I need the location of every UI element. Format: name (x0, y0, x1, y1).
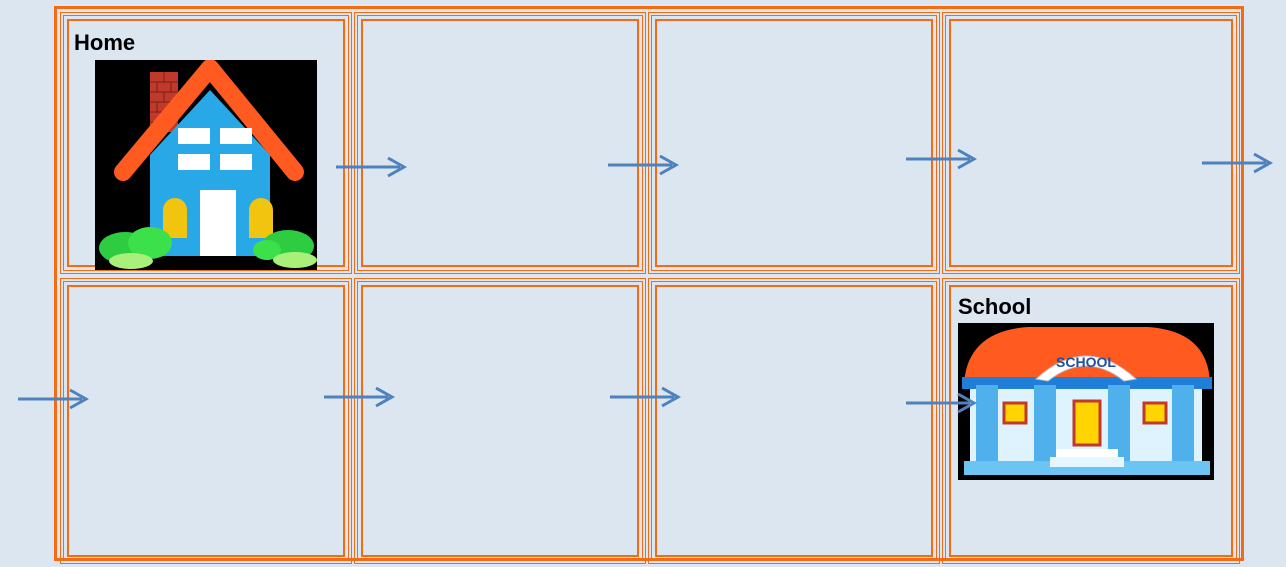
right-arrow-icon (604, 380, 690, 414)
school-building-icon: SCHOOL (958, 323, 1214, 480)
home-label: Home (74, 30, 135, 56)
right-arrow-icon (12, 382, 98, 416)
cell-row2-col2 (354, 278, 646, 564)
right-arrow-icon (1196, 146, 1282, 180)
cell-row2-col1 (60, 278, 352, 564)
house-icon (95, 60, 317, 270)
school-label: School (958, 294, 1031, 320)
right-arrow-icon (900, 142, 986, 176)
right-arrow-icon (900, 386, 986, 420)
school-sign-text: SCHOOL (1056, 354, 1116, 370)
right-arrow-icon (602, 148, 688, 182)
cell-row1-col3 (648, 12, 940, 274)
cell-row1-col2 (354, 12, 646, 274)
cell-row2-col3 (648, 278, 940, 564)
right-arrow-icon (330, 150, 416, 184)
right-arrow-icon (318, 380, 404, 414)
cell-row1-col4 (942, 12, 1240, 274)
